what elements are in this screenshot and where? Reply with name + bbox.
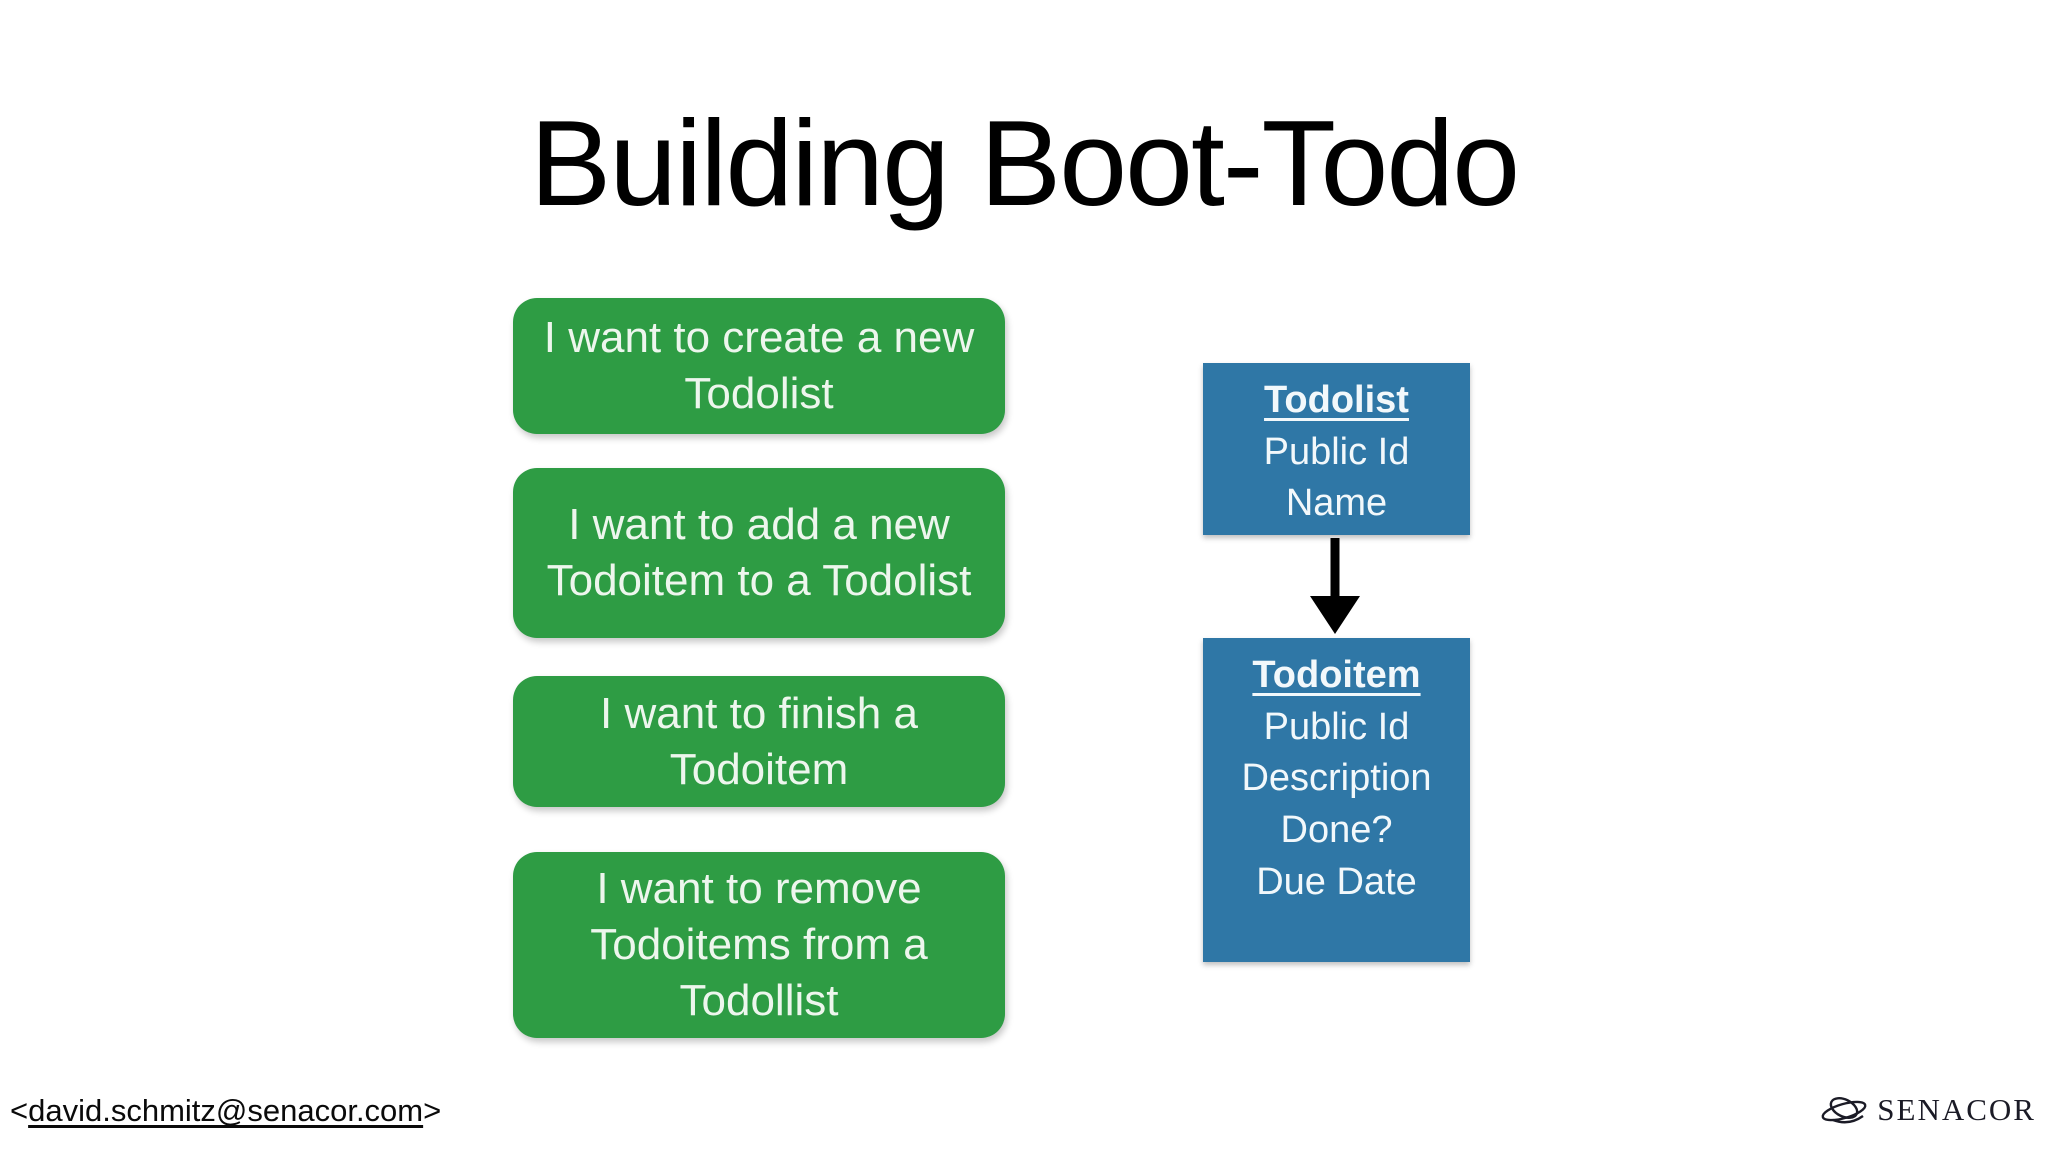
senacor-swirl-icon <box>1821 1097 1867 1124</box>
entity-title-todolist: Todolist <box>1264 379 1409 421</box>
email-bracket-open: < <box>10 1093 29 1128</box>
entity-field: Name <box>1285 482 1388 525</box>
entity-field: Done? <box>1280 809 1393 852</box>
entity-box-todoitem: Todoitem Public Id Description Done? Due… <box>1203 638 1470 962</box>
email-bracket-close: > <box>423 1093 442 1128</box>
entity-field: Description <box>1241 757 1432 800</box>
author-email: <david.schmitz@senacor.com> <box>10 1093 441 1129</box>
story-box-add-todoitem: I want to add a new Todoitem to a Todoli… <box>513 468 1005 638</box>
story-label: I want to add a new Todoitem to a Todoli… <box>546 500 972 605</box>
arrow-head <box>1310 596 1360 634</box>
entity-title-todoitem: Todoitem <box>1252 654 1421 696</box>
story-box-remove-todoitems: I want to remove Todoitems from a Todoll… <box>513 852 1005 1038</box>
entity-field: Public Id <box>1263 430 1410 473</box>
senacor-logo: SENACOR <box>1819 1088 2036 1132</box>
story-label: I want to remove Todoitems from a Todoll… <box>590 864 928 1025</box>
senacor-wordmark: SENACOR <box>1877 1092 2036 1127</box>
story-label: I want to finish a Todoitem <box>600 688 918 794</box>
slide-title: Building Boot-Todo <box>529 95 1520 231</box>
entity-field: Public Id <box>1263 705 1410 748</box>
relationship-arrow-icon <box>1310 538 1360 634</box>
email-link[interactable]: david.schmitz@senacor.com <box>28 1093 424 1128</box>
story-box-create-todolist: I want to create a new Todolist <box>513 298 1005 434</box>
story-label: I want to create a new Todolist <box>543 313 975 418</box>
entity-field: Due Date <box>1256 860 1417 903</box>
story-box-finish-todoitem: I want to finish a Todoitem <box>513 676 1005 807</box>
entity-box-todolist: Todolist Public Id Name <box>1203 363 1470 535</box>
